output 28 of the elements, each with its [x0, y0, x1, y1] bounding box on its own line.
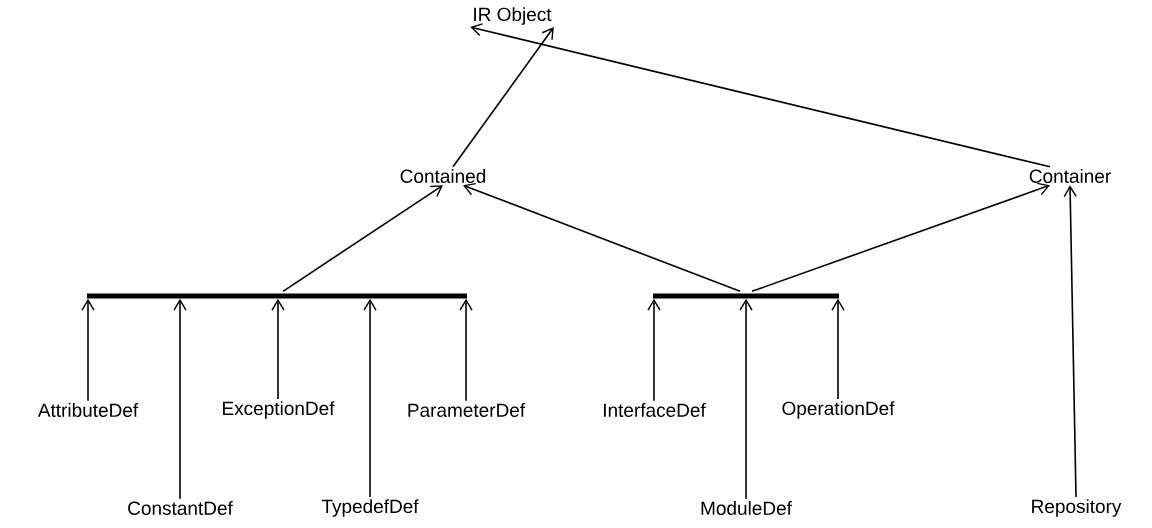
arrow: [173, 298, 187, 500]
arrow: [282, 185, 443, 293]
class-label: ExceptionDef: [223, 401, 335, 419]
class-label: Contained: [400, 169, 486, 183]
class-label: ConstantDef: [128, 501, 233, 515]
arrow: [363, 298, 377, 498]
junction-bar: [87, 293, 467, 299]
arrow: [271, 298, 285, 400]
class-label: ModuleDef: [701, 501, 792, 515]
arrow: [470, 23, 1051, 168]
class-label: AttributeDef: [37, 403, 139, 417]
arrow: [751, 182, 1050, 293]
arrow: [463, 182, 741, 293]
class-label: IR Object: [474, 7, 552, 25]
class-label: OperationDef: [782, 401, 895, 419]
arrow: [452, 27, 554, 168]
arrow: [81, 298, 95, 402]
arrow: [459, 298, 473, 402]
arrow: [647, 298, 661, 402]
class-label: TypedefDef: [321, 499, 419, 517]
arrow: [1063, 185, 1077, 498]
class-label: Container: [1029, 169, 1111, 183]
arrow: [739, 298, 753, 500]
arrow: [831, 298, 845, 400]
class-label: InterfaceDef: [604, 403, 706, 417]
class-label: ParameterDef: [408, 403, 526, 417]
junction-bar: [653, 293, 839, 299]
class-label: Repository: [1032, 499, 1122, 517]
